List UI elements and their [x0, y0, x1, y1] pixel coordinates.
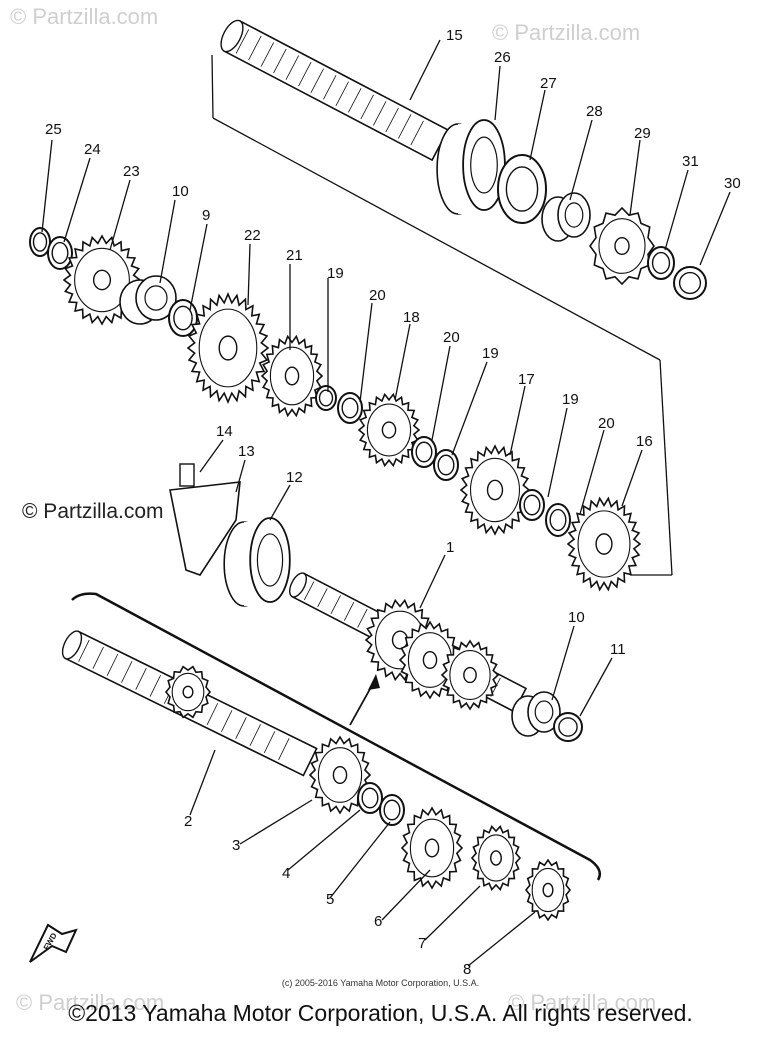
bearing-plate-13	[169, 481, 241, 576]
callout-label: 20	[443, 329, 460, 346]
callout-label: 7	[418, 935, 426, 952]
parts-drawing	[29, 19, 707, 922]
callout-label: 11	[610, 641, 626, 658]
callout-label: 12	[286, 469, 303, 486]
circlip-19-b	[433, 449, 459, 481]
watermark: © Partzilla.com	[16, 990, 165, 1015]
callout-label: 31	[682, 153, 699, 170]
sprocket-29	[589, 206, 655, 286]
callout-label: 19	[327, 265, 344, 282]
callout-label: 30	[724, 175, 741, 192]
lock-washer-31	[647, 246, 675, 280]
callout-label: 3	[232, 837, 240, 854]
gear-3	[308, 735, 372, 815]
callout-label: 1	[446, 539, 454, 556]
callout-label: 24	[84, 141, 101, 158]
callout-label: 19	[482, 345, 499, 362]
leader-lines	[41, 39, 731, 967]
callout-label: 18	[403, 309, 420, 326]
callout-label: 17	[518, 371, 535, 388]
callout-label: 22	[244, 227, 261, 244]
callout-label: 29	[634, 125, 651, 142]
bearing-12	[223, 517, 291, 607]
callout-label: 19	[562, 391, 579, 408]
copyright-small: (c) 2005-2016 Yamaha Motor Corporation, …	[281, 978, 480, 988]
callout-label: 5	[326, 891, 334, 908]
gear-1-b	[398, 620, 462, 700]
oil-seal-11	[553, 712, 583, 742]
bearing-10-lower	[511, 691, 561, 737]
callout-label: 25	[45, 121, 62, 138]
watermark: © Partzilla.com	[10, 4, 159, 29]
screw-14	[179, 463, 195, 487]
collar-28	[541, 192, 591, 242]
gear-2	[164, 665, 212, 719]
bearing-26	[436, 119, 506, 215]
gear-21	[260, 334, 324, 418]
washer-4	[357, 782, 383, 814]
circlip-19-a	[315, 385, 337, 411]
callout-label: 21	[286, 247, 303, 264]
nut-30	[673, 266, 707, 300]
gear-7	[470, 825, 522, 891]
callout-label: 13	[238, 443, 255, 460]
callout-label: 6	[374, 913, 382, 930]
gear-22	[186, 291, 270, 405]
copyright-footer: ©2013 Yamaha Motor Corporation, U.S.A. A…	[68, 1000, 693, 1026]
gear-6	[400, 806, 464, 890]
callout-label: 8	[463, 961, 471, 978]
watermark: © Partzilla.com	[508, 990, 657, 1015]
callout-label: 27	[540, 75, 557, 92]
circlip-25	[29, 227, 51, 257]
gear-8	[524, 858, 572, 922]
gear-16	[566, 496, 642, 592]
callout-label: 28	[586, 103, 603, 120]
main-axle	[220, 19, 449, 162]
washer-20-b	[411, 436, 437, 468]
gear-17	[459, 444, 531, 536]
circlip-5	[379, 794, 405, 826]
callout-label: 10	[172, 183, 189, 200]
assembly-outline	[71, 54, 673, 881]
callout-label: 16	[636, 433, 653, 450]
callout-labels: 1234567891010111213141516171819191920202…	[45, 27, 741, 978]
callout-label: 10	[568, 609, 585, 626]
gear-18	[357, 392, 421, 468]
callout-label: 2	[184, 813, 192, 830]
callout-label: 14	[216, 423, 233, 440]
watermark: © Partzilla.com	[22, 500, 164, 523]
callout-label: 26	[494, 49, 511, 66]
watermark: © Partzilla.com	[492, 20, 641, 45]
washer-20-a	[337, 392, 363, 424]
callout-label: 9	[202, 207, 210, 224]
callout-label: 20	[369, 287, 386, 304]
callout-label: 4	[282, 865, 290, 882]
fwd-arrow-icon: FWD	[29, 923, 78, 963]
washer-9	[168, 299, 198, 337]
washer-20-c	[545, 503, 571, 537]
bearing-10-upper	[119, 275, 177, 325]
washer-24	[47, 236, 73, 270]
callout-label: 20	[598, 415, 615, 432]
callout-label: 15	[446, 27, 463, 44]
oil-seal-27	[497, 154, 547, 224]
gear-1-c	[440, 639, 500, 711]
circlip-19-c	[519, 489, 545, 521]
callout-label: 23	[123, 163, 140, 180]
